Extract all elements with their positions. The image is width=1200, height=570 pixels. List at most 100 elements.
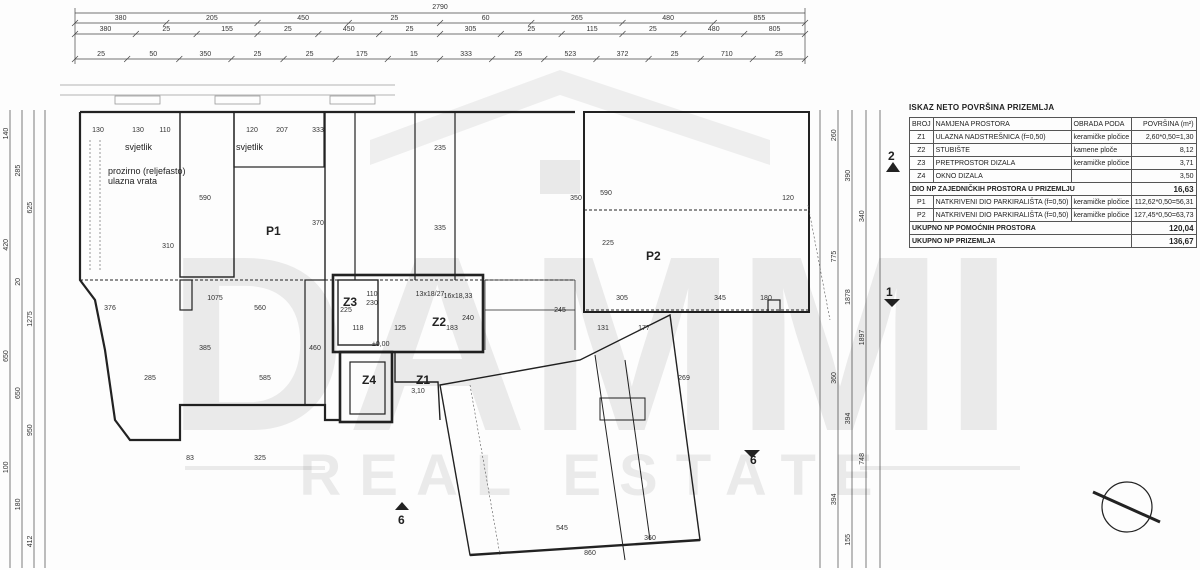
dimension-tick bbox=[680, 30, 687, 38]
dimension-tick bbox=[132, 30, 140, 38]
dimension-tick bbox=[619, 30, 626, 38]
top-dim-label: 25 bbox=[649, 26, 657, 33]
section-mark-6b: 6 bbox=[398, 513, 405, 527]
row-purpose: PRETPROSTOR DIZALA bbox=[932, 156, 1072, 170]
header-obrada: OBRADA PODA bbox=[1070, 117, 1133, 131]
header-povrsina: POVRŠINA (m²) bbox=[1131, 117, 1197, 131]
top-dim-label: 25 bbox=[671, 51, 679, 58]
inner-dim-label: 120 bbox=[782, 195, 794, 202]
dimension-tick bbox=[593, 55, 600, 63]
row-id: P1 bbox=[909, 195, 934, 209]
row-id: Z3 bbox=[909, 156, 934, 170]
dimension-tick bbox=[710, 19, 717, 27]
top-dim-label: 305 bbox=[465, 26, 477, 33]
left-dim-label: 650 bbox=[15, 387, 22, 399]
inner-dim-label: 305 bbox=[616, 295, 628, 302]
dimension-tick bbox=[436, 55, 444, 63]
room-label-p1: P1 bbox=[266, 224, 281, 238]
top-dim-label: 25 bbox=[527, 26, 535, 33]
dimension-tick bbox=[384, 55, 392, 63]
top-dim-label: 480 bbox=[708, 26, 720, 33]
left-dim-label: 180 bbox=[15, 498, 22, 510]
inner-dim-label: 269 bbox=[678, 375, 690, 382]
left-dim-label: 650 bbox=[3, 350, 10, 362]
subtotal-row: DIO NP ZAJEDNIČKIH PROSTORA U PRIZEMLJU … bbox=[908, 182, 1197, 196]
top-dim-label: 265 bbox=[571, 15, 583, 22]
inner-dim-label: 460 bbox=[309, 345, 321, 352]
room-label-z3: Z3 bbox=[343, 295, 357, 309]
total-row: UKUPNO NP PRIZEMLJA 136,67 bbox=[908, 234, 1197, 248]
inner-dim-label: 1075 bbox=[207, 295, 223, 302]
dimension-tick bbox=[436, 30, 444, 38]
top-dim-label: 175 bbox=[356, 51, 368, 58]
dimension-tick bbox=[280, 55, 287, 63]
neighbor-outline bbox=[60, 84, 395, 105]
top-dim-label: 25 bbox=[284, 26, 292, 33]
subtotal-label: DIO NP ZAJEDNIČKIH PROSTORA U PRIZEMLJU bbox=[908, 182, 1133, 196]
note-window-1: prozirno (reljefasto) bbox=[108, 166, 186, 176]
row-id: Z2 bbox=[909, 143, 934, 157]
note-svjetlik-2: svjetlik bbox=[236, 142, 264, 152]
left-dim-label: 950 bbox=[27, 424, 34, 436]
inner-dim-label: 860 bbox=[584, 550, 596, 557]
dimension-tick bbox=[163, 19, 170, 27]
walls bbox=[78, 110, 810, 561]
right-dim-label: 155 bbox=[845, 534, 852, 546]
inner-dim-label: 590 bbox=[600, 190, 612, 197]
top-dim-label: 25 bbox=[97, 51, 105, 58]
dimension-tick bbox=[193, 30, 200, 38]
top-dim-label: 15 bbox=[410, 51, 418, 58]
dimension-tick bbox=[749, 55, 757, 63]
inner-dim-label: 235 bbox=[434, 145, 446, 152]
row-id: Z1 bbox=[909, 130, 934, 144]
inner-dim-label: 325 bbox=[254, 455, 266, 462]
top-dim-label: 25 bbox=[254, 51, 262, 58]
inner-dim-label: 310 bbox=[162, 243, 174, 250]
table-row: Z1 ULAZNA NADSTREŠNICA (f=0,50) keramičk… bbox=[909, 130, 1197, 144]
row-area: 8,12 bbox=[1131, 143, 1197, 157]
top-dim-label: 710 bbox=[721, 51, 733, 58]
top-dim-label: 380 bbox=[100, 26, 112, 33]
row-area: 127,45*0,50=63,73 bbox=[1131, 208, 1197, 222]
room-label-z2: Z2 bbox=[432, 315, 446, 329]
section-markers bbox=[395, 162, 900, 510]
right-dim-label: 340 bbox=[859, 210, 866, 222]
dimension-tick bbox=[254, 19, 261, 27]
dimension-tick bbox=[123, 55, 131, 63]
inner-dim-label: 130 bbox=[92, 127, 104, 134]
inner-dim-label: 3,10 bbox=[411, 388, 425, 395]
top-dim-label: 350 bbox=[200, 51, 212, 58]
inner-dim-label: 207 bbox=[276, 127, 288, 134]
dimension-tick bbox=[528, 19, 535, 27]
section-mark-2: 2 bbox=[888, 149, 895, 163]
inner-dim-label: 335 bbox=[434, 225, 446, 232]
dimension-tick bbox=[176, 55, 183, 63]
inner-dim-label: 118 bbox=[352, 325, 363, 332]
left-dim-label: 420 bbox=[3, 239, 10, 251]
note-window-2: ulazna vrata bbox=[108, 176, 157, 186]
dimension-tick bbox=[488, 55, 496, 63]
inner-dim-label: 585 bbox=[259, 375, 271, 382]
note-svjetlik-1: svjetlik bbox=[125, 142, 153, 152]
inner-dim-label: 225 bbox=[340, 307, 352, 314]
inner-dim-label: 110 bbox=[159, 127, 170, 134]
dimension-tick bbox=[697, 55, 704, 63]
top-dim-label: 25 bbox=[306, 51, 314, 58]
top-dim-label: 155 bbox=[221, 26, 233, 33]
dimension-tick bbox=[645, 55, 652, 63]
top-dim-label: 855 bbox=[754, 15, 766, 22]
dimension-tick bbox=[619, 19, 626, 27]
section-mark-6a: 6 bbox=[750, 453, 757, 467]
dimension-tick bbox=[71, 30, 79, 38]
row-floor: keramičke pločice bbox=[1070, 156, 1133, 170]
top-dim-label: 25 bbox=[514, 51, 522, 58]
inner-dim-label: 245 bbox=[554, 307, 566, 314]
subtotal-row: UKUPNO NP POMOĆNIH PROSTORA 120,04 bbox=[908, 221, 1197, 235]
right-dim-label: 394 bbox=[831, 493, 838, 505]
row-floor bbox=[1070, 169, 1133, 183]
dimension-tick bbox=[332, 55, 339, 63]
subtotal-value: 16,63 bbox=[1131, 182, 1197, 196]
dimension-tick bbox=[801, 19, 809, 27]
